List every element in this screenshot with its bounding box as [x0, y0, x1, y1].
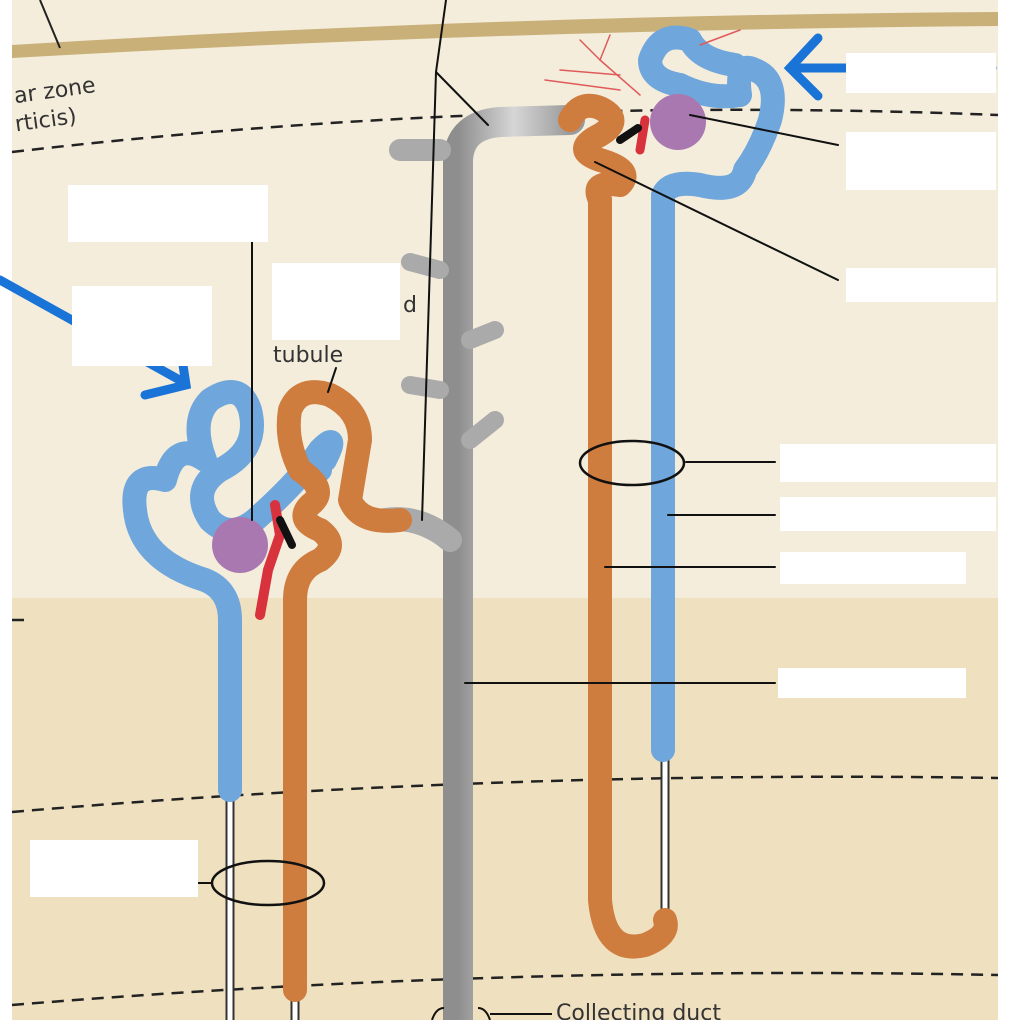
- blank-label-box[interactable]: [780, 552, 966, 584]
- tubule-label: tubule: [273, 343, 343, 368]
- juxtamedullary-nephron: [122, 239, 412, 1020]
- capillaries: [544, 29, 741, 96]
- medulla-region: [12, 598, 998, 1020]
- blank-label-box[interactable]: [30, 840, 198, 897]
- collecting-duct-label: Collecting duct: [556, 1001, 721, 1020]
- blank-label-box[interactable]: [846, 53, 996, 93]
- blank-label-box[interactable]: [780, 497, 996, 531]
- blank-label-box[interactable]: [68, 185, 268, 242]
- cortical-nephron: [421, 0, 839, 959]
- blank-label-box[interactable]: [272, 263, 400, 340]
- collecting-duct: [373, 105, 585, 1020]
- capsule-band: [12, 12, 998, 58]
- glomerulus: [650, 94, 706, 150]
- blank-label-box[interactable]: [846, 268, 996, 302]
- glomerulus: [212, 517, 268, 573]
- partial-label: d: [403, 293, 417, 318]
- collecting-duct-bracket: [431, 1007, 552, 1020]
- blank-label-box[interactable]: [72, 286, 212, 366]
- blank-label-box[interactable]: [780, 444, 996, 482]
- blank-label-boxes: [30, 53, 996, 897]
- blank-label-box[interactable]: [778, 668, 966, 698]
- arrow-right-head: [783, 33, 823, 101]
- loop-marker: [578, 439, 686, 487]
- leader-line: [39, 0, 61, 49]
- zone-boundaries: [11, 108, 999, 1007]
- blank-label-box[interactable]: [846, 132, 996, 190]
